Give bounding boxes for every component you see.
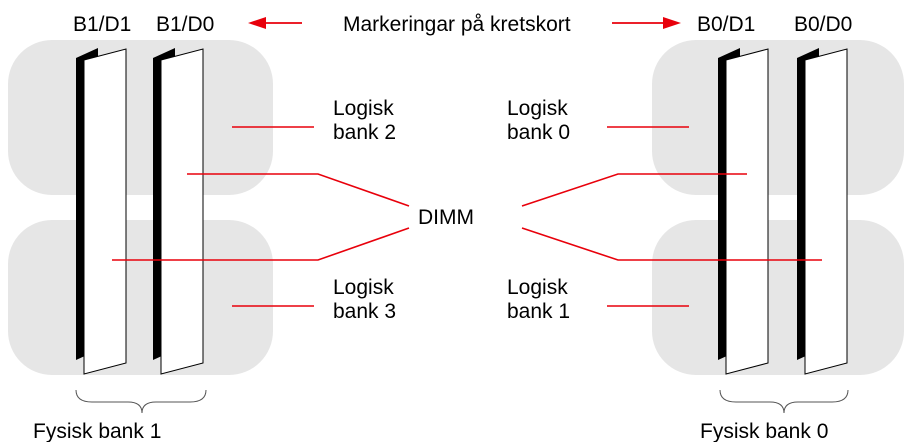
physical-bank-0-label: Fysisk bank 0: [700, 420, 828, 442]
callout-lines: [112, 126, 822, 307]
arrow-right-icon: [612, 17, 681, 29]
dimm-module-b1-d1: [76, 48, 127, 375]
logical-bank-0-label-line2: bank 0: [507, 121, 570, 144]
callout-line-dimm-upper-left: [187, 173, 410, 207]
logical-bank-3-label-line1: Logisk: [333, 276, 394, 299]
logical-bank-3-label-line2: bank 3: [333, 300, 396, 323]
callout-line-dimm-upper-right: [521, 173, 747, 207]
dimm-module-b0-d0: [797, 48, 848, 375]
marking-b0-d0: B0/D0: [794, 13, 852, 36]
region-logical-bank-1: [652, 220, 904, 375]
logical-bank-1-label-line1: Logisk: [507, 276, 568, 299]
curly-brace-icon: [719, 389, 849, 414]
callout-line-dimm-lower-left: [112, 227, 410, 261]
board-markings-label: Markeringar på kretskort: [343, 13, 571, 36]
region-logical-bank-3: [8, 220, 273, 375]
marking-b1-d1: B1/D1: [73, 13, 131, 36]
dimm-module-b0-d1: [718, 48, 769, 375]
curly-brace-icon: [75, 389, 207, 414]
region-logical-bank-0: [652, 40, 904, 195]
logical-bank-0-label-line1: Logisk: [507, 97, 568, 120]
marking-b0-d1: B0/D1: [697, 13, 755, 36]
dimm-label: DIMM: [418, 206, 474, 229]
arrow-left-icon: [248, 17, 302, 29]
physical-bank-1-label: Fysisk bank 1: [33, 420, 161, 442]
logical-bank-2-label-line1: Logisk: [333, 97, 394, 120]
marking-b1-d0: B1/D0: [156, 13, 214, 36]
callout-line-dimm-lower-right: [521, 227, 822, 261]
logical-bank-1-label-line2: bank 1: [507, 300, 570, 323]
region-logical-bank-2: [8, 40, 273, 195]
dimm-module-b1-d0: [153, 48, 204, 375]
logical-bank-2-label-line2: bank 2: [333, 121, 396, 144]
